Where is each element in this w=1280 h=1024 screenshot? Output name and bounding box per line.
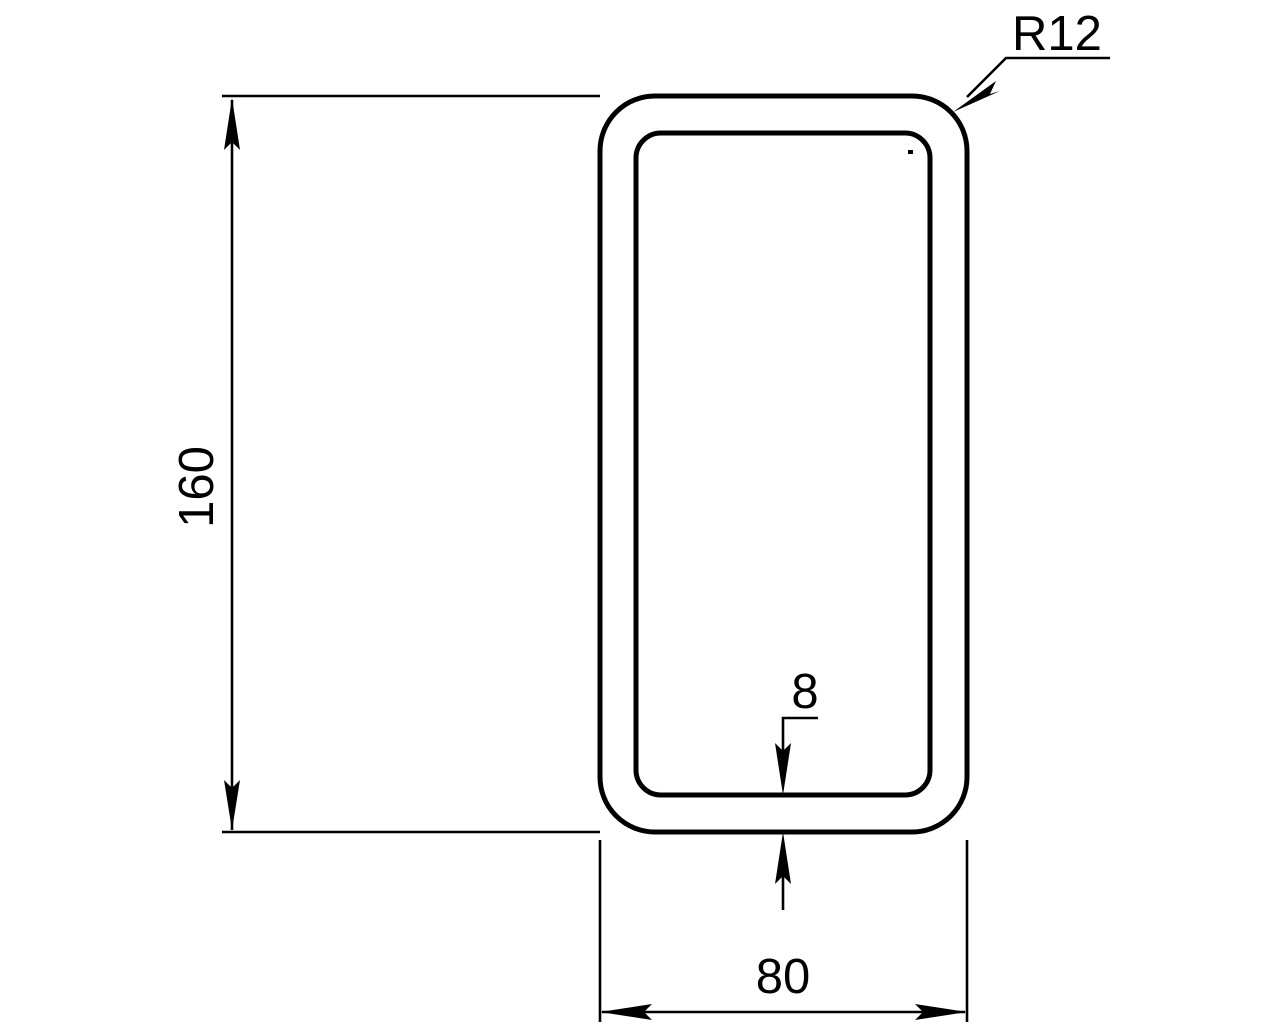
inner-profile-outline: [633, 130, 933, 798]
outer-profile-outline: [597, 93, 970, 835]
dimension-width-80: [598, 840, 969, 1022]
r12-arrowhead-icon: [953, 81, 1000, 112]
thickness-leader-shelf: [781, 716, 818, 760]
arrowhead-down-icon: [224, 780, 240, 830]
r12-leader-line: [966, 56, 1110, 98]
annotation-label-r12: R12: [1012, 7, 1102, 61]
dimension-wall-thickness-8: [775, 716, 818, 910]
arrowhead-up-icon: [224, 98, 240, 150]
center-mark-dot: [908, 150, 913, 154]
arrowhead-right-icon: [915, 1004, 967, 1020]
arrowhead-left-icon: [600, 1004, 652, 1020]
thickness-arrowhead-down-icon: [775, 743, 791, 795]
annotation-corner-radius-r12: [953, 56, 1110, 112]
dimension-label-80: 80: [756, 950, 811, 1004]
dimension-label-160: 160: [170, 446, 224, 528]
dimension-label-8: 8: [791, 665, 818, 719]
dimension-height-160: [222, 94, 600, 834]
thickness-arrowhead-up-icon: [775, 832, 791, 884]
